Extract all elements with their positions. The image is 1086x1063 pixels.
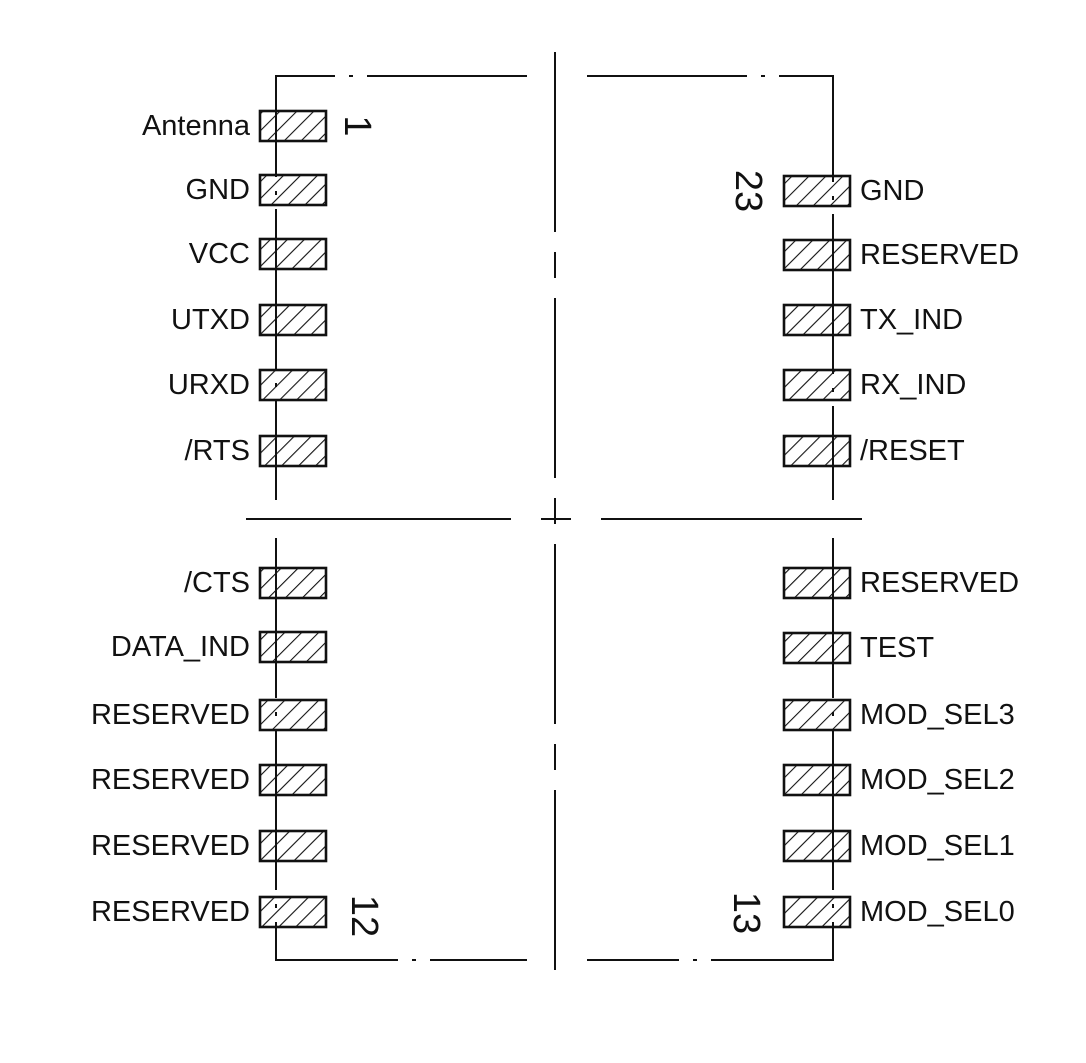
pin-pad-right-19 xyxy=(782,434,852,468)
pin-label-left-9: RESERVED xyxy=(91,699,250,731)
pin-number-right-top: 23 xyxy=(727,170,769,212)
pin-pad-left-11 xyxy=(258,829,328,863)
pin-pad-right-20 xyxy=(782,368,852,402)
pin-label-left-4: UTXD xyxy=(171,304,250,336)
pin-pad-left-3 xyxy=(258,237,328,271)
pin-label-left-12: RESERVED xyxy=(91,896,250,928)
pin-pad-left-5 xyxy=(258,368,328,402)
pin-label-right-22: RESERVED xyxy=(860,239,1019,271)
pin-pad-right-18 xyxy=(782,566,852,600)
module-outline xyxy=(275,75,834,961)
pin-pad-right-21 xyxy=(782,303,852,337)
pin-pad-left-6 xyxy=(258,434,328,468)
pin-pad-right-13 xyxy=(782,895,852,929)
pin-pad-left-4 xyxy=(258,303,328,337)
pin-label-right-19: /RESET xyxy=(860,435,965,467)
pin-label-right-16: MOD_SEL3 xyxy=(860,699,1015,731)
pin-number-left-top: 1 xyxy=(336,115,378,136)
pin-pad-right-15 xyxy=(782,763,852,797)
pin-label-left-5: URXD xyxy=(168,369,250,401)
pin-pad-left-2 xyxy=(258,173,328,207)
pin-label-left-6: /RTS xyxy=(184,435,250,467)
pin-pad-right-23 xyxy=(782,174,852,208)
pin-pad-right-17 xyxy=(782,631,852,665)
pin-pad-left-10 xyxy=(258,763,328,797)
pin-pad-left-8 xyxy=(258,630,328,664)
pin-pad-right-22 xyxy=(782,238,852,272)
pin-label-right-21: TX_IND xyxy=(860,304,963,336)
pin-pad-right-16 xyxy=(782,698,852,732)
pin-label-right-13: MOD_SEL0 xyxy=(860,896,1015,928)
pin-label-left-2: GND xyxy=(186,174,250,206)
pin-pad-left-1 xyxy=(258,109,328,143)
pin-label-left-10: RESERVED xyxy=(91,764,250,796)
pin-label-right-20: RX_IND xyxy=(860,369,966,401)
pin-label-left-11: RESERVED xyxy=(91,830,250,862)
pin-number-right-bottom: 13 xyxy=(725,892,767,934)
pin-label-right-23: GND xyxy=(860,175,924,207)
pin-pad-left-9 xyxy=(258,698,328,732)
pin-label-left-1: Antenna xyxy=(142,110,251,142)
pin-label-left-3: VCC xyxy=(189,238,250,270)
pin-label-right-18: RESERVED xyxy=(860,567,1019,599)
pin-label-right-15: MOD_SEL2 xyxy=(860,764,1015,796)
pin-pad-left-12 xyxy=(258,895,328,929)
pin-pad-right-14 xyxy=(782,829,852,863)
pin-label-left-8: DATA_IND xyxy=(111,631,250,663)
pin-label-left-7: /CTS xyxy=(184,567,250,599)
pin-label-right-17: TEST xyxy=(860,632,934,664)
pin-number-left-bottom: 12 xyxy=(343,895,385,937)
center-lines xyxy=(246,52,862,990)
right-pin-column: GND RESERVED TX_IND RX_IND/RESET RESERVED TES… xyxy=(782,174,1019,929)
pin-label-right-14: MOD_SEL1 xyxy=(860,830,1015,862)
pin-pad-left-7 xyxy=(258,566,328,600)
